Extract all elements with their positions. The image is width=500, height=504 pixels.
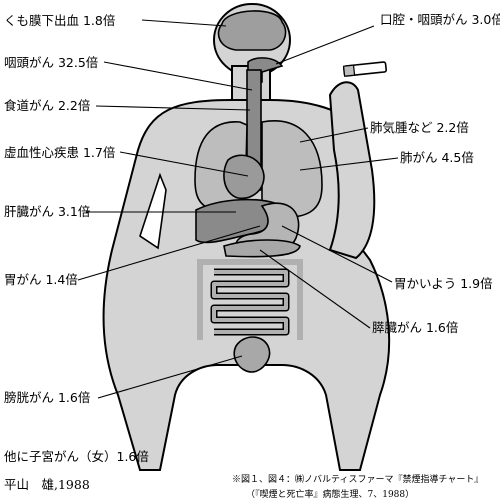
bladder	[233, 336, 271, 373]
label-emphysema: 肺気腫など 2.2倍	[370, 120, 469, 135]
leader-bladder	[97, 355, 243, 399]
label-liver: 肝臓がん 3.1倍	[4, 204, 90, 219]
small-intestine	[212, 270, 288, 334]
leader-lines	[77, 19, 399, 399]
label-laryngeal: 咽頭がん 32.5倍	[4, 55, 98, 70]
label-esophageal: 食道がん 2.2倍	[4, 98, 90, 113]
leader-emphysema	[299, 127, 369, 143]
leader-gastric-ulcer	[281, 225, 393, 283]
leader-subarachnoid	[141, 19, 227, 27]
leader-ischemic-heart	[119, 151, 249, 177]
label-lung: 肺がん 4.5倍	[400, 150, 474, 165]
label-ischemic-heart: 虚血性心疾患 1.7倍	[4, 145, 115, 160]
leader-laryngeal	[103, 61, 253, 91]
labels: くも膜下出血 1.8倍 口腔・咽頭がん 3.0倍 咽頭がん 32.5倍 食道がん…	[4, 12, 500, 500]
author-credit: 平山 雄,1988	[4, 477, 90, 492]
pancreas	[223, 239, 301, 258]
organs	[194, 10, 323, 373]
label-stomach: 胃がん 1.4倍	[4, 272, 78, 287]
leader-esophageal	[95, 105, 251, 111]
cigarette-filter	[342, 64, 356, 77]
heart	[223, 154, 265, 200]
source-line-1: ※図１、図４：㈱ノバルティスファーマ『禁煙指導チャート』	[232, 473, 483, 485]
leader-lung	[299, 157, 399, 171]
cigarette	[342, 61, 388, 77]
label-pancreatic: 膵臓がん 1.6倍	[372, 320, 458, 335]
label-oral: 口腔・咽頭がん 3.0倍	[380, 12, 500, 27]
right-arm	[328, 81, 376, 260]
brain	[217, 10, 287, 51]
label-gastric-ulcer: 胃かいよう 1.9倍	[394, 276, 493, 291]
label-other-uterine: 他に子宮がん（女）1.6倍	[4, 449, 149, 464]
leader-stomach	[77, 225, 261, 281]
large-intestine	[197, 259, 303, 340]
leader-pancreatic	[259, 249, 371, 329]
label-bladder: 膀胱がん 1.6倍	[4, 390, 90, 405]
source-line-2: （『喫煙と死亡率』病態生理、7、1988）	[246, 488, 414, 500]
label-subarachnoid: くも膜下出血 1.8倍	[4, 13, 115, 28]
leader-oral	[275, 25, 375, 65]
